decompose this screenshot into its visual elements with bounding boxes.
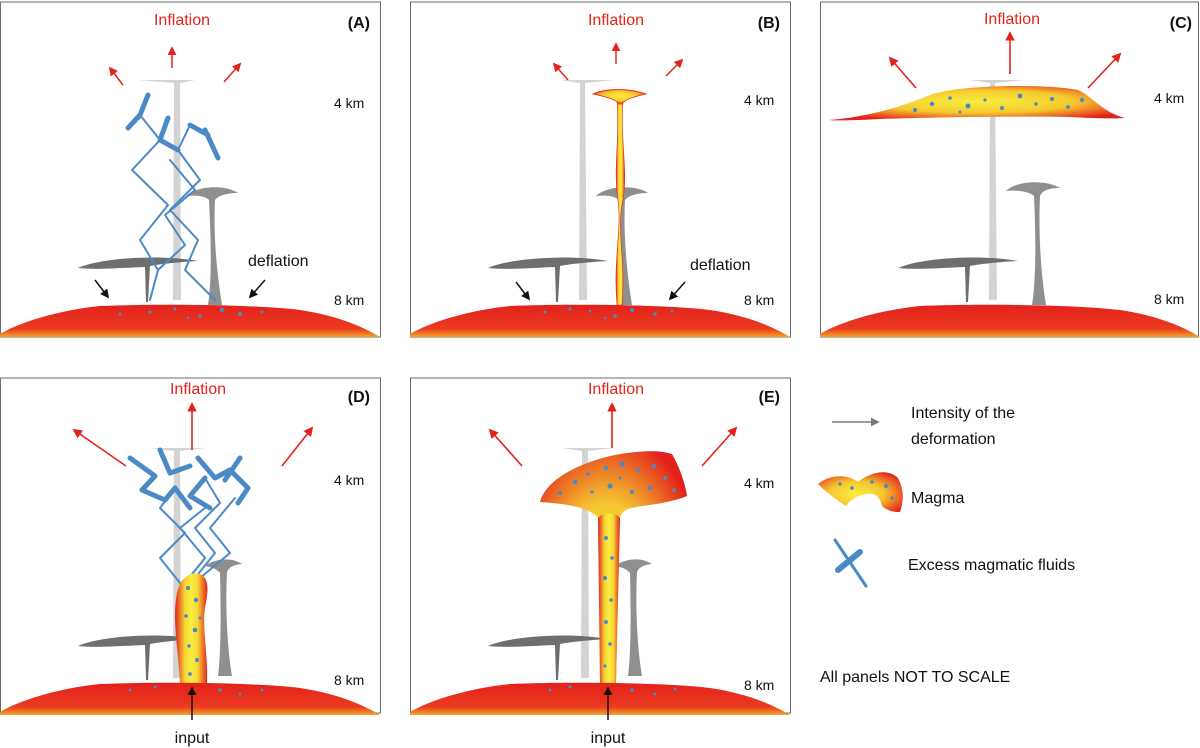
panel-tag: (A) — [348, 15, 370, 32]
old-intrusion-dark — [205, 559, 242, 676]
panel-frame — [410, 1, 791, 338]
old-sill-dark — [488, 635, 608, 680]
inflation-label: Inflation — [984, 11, 1040, 28]
old-sill-dark — [488, 257, 608, 302]
deflation-arrows — [94, 279, 266, 299]
panel-e: Inflation (E) 4 km 8 km input — [410, 377, 791, 747]
inflation-arrows — [108, 46, 242, 86]
inflation-label: Inflation — [170, 381, 226, 398]
magma-conduit — [598, 513, 620, 683]
feeder-dike — [615, 99, 625, 306]
inflation-label: Inflation — [588, 381, 644, 398]
inflation-arrows — [552, 42, 684, 81]
inflation-label: Inflation — [154, 12, 210, 29]
panel-d: Inflation (D) 4 km 8 km input — [0, 377, 381, 747]
panel-frame — [0, 1, 381, 338]
legend-fluids-icon — [833, 538, 868, 588]
inflation-arrows — [488, 402, 738, 467]
old-intrusion-dark — [186, 187, 238, 305]
reservoir-bubbles — [548, 685, 677, 696]
old-intrusion-light — [150, 448, 205, 678]
scale-note: All panels NOT TO SCALE — [820, 669, 1010, 686]
shallow-magma-sill — [828, 85, 1125, 121]
legend-magma-icon — [818, 472, 903, 512]
depth-4km-label: 4 km — [334, 95, 364, 111]
depth-8km-label: 8 km — [744, 677, 774, 693]
depth-4km-label: 4 km — [744, 92, 774, 108]
rising-magma-pipe — [175, 573, 208, 683]
reservoir-bubbles — [118, 307, 264, 320]
panel-tag: (D) — [348, 389, 370, 406]
legend-magma-label: Magma — [911, 490, 964, 507]
panel-a: Inflation (A) 4 km 8 km deflation — [0, 1, 381, 338]
legend-arrow-label-line1: Intensity of the — [911, 405, 1015, 422]
deflation-arrows — [515, 281, 686, 301]
reservoir-bubbles — [543, 307, 674, 320]
panel-tag: (E) — [759, 389, 780, 406]
old-sill-dark — [898, 257, 1018, 302]
legend-arrow-label-line2: deformation — [911, 431, 996, 448]
panel-tag: (C) — [1170, 15, 1192, 32]
legend: Intensity of the deformation Magma Exces… — [818, 405, 1075, 686]
inflation-arrows — [72, 402, 314, 467]
old-sill-dark — [78, 257, 198, 302]
depth-4km-label: 4 km — [1154, 90, 1184, 106]
deflation-label: deflation — [690, 257, 751, 274]
depth-8km-label: 8 km — [334, 672, 364, 688]
small-sill — [591, 89, 648, 105]
pipe-bubbles — [184, 586, 202, 676]
panel-c: Inflation (C) 4 km 8 km — [820, 1, 1200, 338]
depth-8km-label: 8 km — [334, 292, 364, 308]
panel-tag: (B) — [758, 15, 780, 32]
inflation-label: Inflation — [588, 12, 644, 29]
magma-bubbles — [558, 461, 676, 668]
depth-4km-label: 4 km — [744, 475, 774, 491]
inflation-arrows — [888, 31, 1122, 89]
deflation-label: deflation — [248, 253, 309, 270]
depth-4km-label: 4 km — [334, 472, 364, 488]
reservoir-bubbles — [128, 685, 264, 696]
legend-fluids-label: Excess magmatic fluids — [908, 557, 1075, 574]
old-intrusion-light — [562, 448, 615, 678]
input-label: input — [175, 730, 210, 747]
old-intrusion-dark — [615, 559, 652, 676]
panel-b: Inflation (B) 4 km 8 km deflation — [410, 1, 791, 338]
excess-fluids-network — [127, 447, 251, 584]
old-sill-dark — [78, 635, 198, 680]
excess-fluids-network — [125, 92, 221, 301]
input-label: input — [591, 730, 626, 747]
sill-bubbles — [913, 93, 1085, 114]
depth-8km-label: 8 km — [744, 292, 774, 308]
svg-text:Intensity of the deforma: Intensity of the deformation — [911, 405, 1020, 448]
depth-8km-label: 8 km — [1154, 291, 1184, 307]
old-intrusion-dark — [596, 187, 648, 305]
